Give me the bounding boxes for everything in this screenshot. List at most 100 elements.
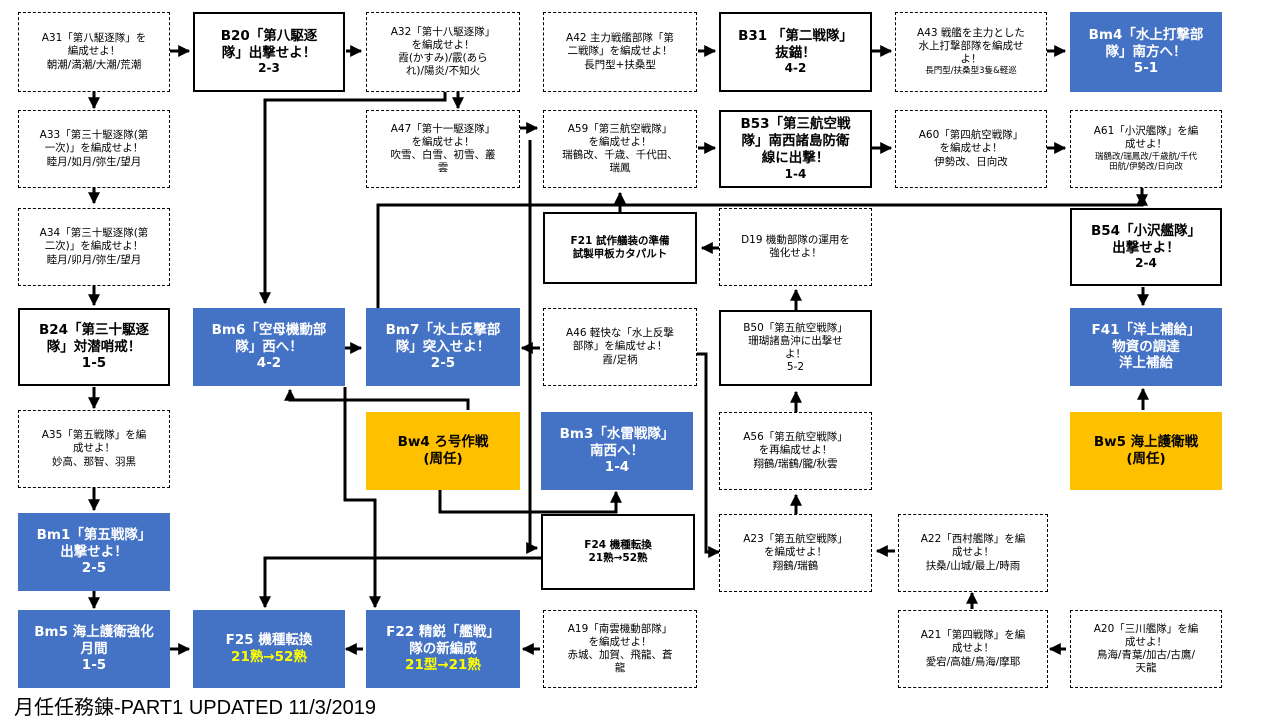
quest-a46[interactable]: A46 軽快な「水上反撃 部隊」を編成せよ！ 霞/足柄 [543,308,697,386]
quest-bm4-line1: Bm4「水上打撃部 [1088,26,1204,43]
quest-a42-line1: A42 主力戦艦部隊「第 [566,32,674,45]
quest-b24-line3: 1-5 [81,355,107,372]
quest-b24[interactable]: B24「第三十駆逐 隊」対潜哨戒！ 1-5 [18,308,170,386]
quest-a23-line2: を編成せよ！ [764,546,827,559]
quest-f25-line1: F25 機種転換 [225,632,313,649]
quest-a34-line1: A34「第三十駆逐隊(第 [39,227,149,240]
quest-a20[interactable]: A20「三川艦隊」を編 成せよ！ 鳥海/青葉/加古/古鷹/ 天龍 [1070,610,1222,688]
quest-a59[interactable]: A59「第三航空戦隊」 を編成せよ！ 瑞鶴改、千歳、千代田、 瑞鳳 [543,110,697,188]
quest-a19-line3: 赤城、加賀、飛龍、蒼 [567,649,673,661]
quest-bm5[interactable]: Bm5 海上護衛強化 月間 1-5 [18,610,170,688]
quest-a61-line1: A61「小沢艦隊」を編 [1093,125,1199,138]
arrow-bm6-f22 [343,387,381,609]
quest-bm7[interactable]: Bm7「水上反撃部 隊」突入せよ！ 2-5 [366,308,520,386]
quest-bm1[interactable]: Bm1「第五戦隊」 出撃せよ！ 2-5 [18,513,170,591]
quest-f25[interactable]: F25 機種転換 21熟→52熟 [193,610,345,688]
quest-a31-line3: 朝潮/満潮/大潮/荒潮 [46,58,142,71]
quest-f21-line1: F21 試作艤装の準備 [570,234,670,247]
quest-bw5-line1: Bw5 海上護衛戦 [1093,434,1199,451]
quest-a61[interactable]: A61「小沢艦隊」を編 成せよ！ 瑞鶴改/瑞鳳改/千歳航/千代 田航/伊勢改/日… [1070,110,1222,188]
quest-a31[interactable]: A31「第八駆逐隊」を 編成せよ！ 朝潮/満潮/大潮/荒潮 [18,12,170,92]
quest-b53-line1: B53「第三航空戦 [740,116,851,133]
quest-a23[interactable]: A23「第五航空戦隊」 を編成せよ！ 翔鶴/瑞鶴 [719,514,872,592]
quest-bm3-line3: 1-4 [604,459,630,476]
quest-f41[interactable]: F41「洋上補給」 物資の調達 洋上補給 [1070,308,1222,386]
footer-title: 月任任務錬-PART1 UPDATED 11/3/2019 [14,697,376,719]
quest-a43-line4: 長門型/扶桑型3隻&軽巡 [925,66,1017,77]
quest-a20-line1: A20「三川艦隊」を編 [1093,622,1199,635]
quest-a42-line2: 二戦隊」を編成せよ！ [567,45,673,58]
quest-b54-line2: 出撃せよ！ [1112,239,1180,256]
quest-b31-line3: 4-2 [784,61,807,76]
quest-a59-line4: 瑞鳳 [609,162,631,175]
quest-f21-line2: 試製甲板カタパルト [572,248,668,260]
quest-a22-line3: 扶桑/山城/最上/時雨 [925,559,1021,572]
quest-bm5-line2: 月間 [80,640,108,657]
quest-f24[interactable]: F24 機種転換 21熟→52熟 [541,514,695,590]
quest-a34-line2: 二次)」を編成せよ！ [44,240,144,253]
quest-a32[interactable]: A32「第十八駆逐隊」 を編成せよ！ 霞(かすみ)/霰(あら れ)/陽炎/不知火 [366,12,520,92]
quest-b54[interactable]: B54「小沢艦隊」 出撃せよ！ 2-4 [1070,208,1222,286]
quest-f24-line2: 21熟→52熟 [588,552,648,564]
quest-a32-line2: を編成せよ！ [411,38,475,51]
quest-d19[interactable]: D19 機動部隊の運用を 強化せよ！ [719,208,872,286]
quest-a56-line3: 翔鶴/瑞鶴/朧/秋雲 [753,457,838,470]
quest-a61-line2: 成せよ！ [1125,138,1167,151]
quest-a33[interactable]: A33「第三十駆逐隊(第 一次)」を編成せよ！ 睦月/如月/弥生/望月 [18,110,170,188]
quest-a56[interactable]: A56「第五航空戦隊」 を再編成せよ！ 翔鶴/瑞鶴/朧/秋雲 [719,412,872,490]
quest-a60-line1: A60「第四航空戦隊」 [918,129,1024,142]
quest-b53-line4: 1-4 [784,166,807,181]
quest-b31[interactable]: B31 「第二戦隊」 抜錨！ 4-2 [719,12,872,92]
quest-a23-line3: 翔鶴/瑞鶴 [772,559,819,572]
quest-f21[interactable]: F21 試作艤装の準備 試製甲板カタパルト [543,212,697,284]
quest-bm6[interactable]: Bm6「空母機動部 隊」西へ！ 4-2 [193,308,345,386]
quest-a31-line2: 編成せよ！ [67,45,121,58]
quest-a21-line1: A21「第四戦隊」を編 [920,629,1026,642]
quest-a42-line3: 長門型+扶桑型 [584,58,656,71]
quest-a22[interactable]: A22「西村艦隊」を編 成せよ！ 扶桑/山城/最上/時雨 [898,514,1048,592]
arrow-bw4-bm3 [438,490,622,514]
quest-bm4-line3: 5-1 [1133,60,1159,77]
quest-a21[interactable]: A21「第四戦隊」を編 成せよ！ 愛宕/高雄/鳥海/摩耶 [898,610,1048,688]
quest-a46-line1: A46 軽快な「水上反撃 [566,327,674,340]
quest-bw5[interactable]: Bw5 海上護衛戦 (周任) [1070,412,1222,490]
quest-a35-line3: 妙高、那智、羽黒 [52,455,136,468]
quest-a22-line2: 成せよ！ [952,546,994,559]
quest-a34[interactable]: A34「第三十駆逐隊(第 二次)」を編成せよ！ 睦月/卯月/弥生/望月 [18,208,170,286]
quest-f22[interactable]: F22 精鋭「艦戦」 隊の新編成 21型→21熟 [366,610,520,688]
quest-bw5-line2: (周任) [1126,451,1166,467]
quest-f22-line3: 21型→21熟 [405,657,481,674]
quest-a32-line3: 霞(かすみ)/霰(あら [398,52,488,64]
quest-a47[interactable]: A47「第十一駆逐隊」 を編成せよ！ 吹雪、白雪、初雪、叢 雲 [366,110,520,188]
quest-a32-line1: A32「第十八駆逐隊」 [390,25,496,38]
quest-a35[interactable]: A35「第五戦隊」を編 成せよ！ 妙高、那智、羽黒 [18,410,170,488]
quest-a42[interactable]: A42 主力戦艦部隊「第 二戦隊」を編成せよ！ 長門型+扶桑型 [543,12,697,92]
quest-a61-line3: 瑞鶴改/瑞鳳改/千歳航/千代 [1094,151,1198,162]
quest-a56-line1: A56「第五航空戦隊」 [743,431,848,444]
quest-a19[interactable]: A19「南雲機動部隊」 を編成せよ！ 赤城、加賀、飛龍、蒼 龍 [543,610,697,688]
quest-a47-line2: を編成せよ！ [411,135,475,148]
quest-a60-line2: を編成せよ！ [939,142,1003,155]
arrow-a32-bm6 [259,92,447,305]
quest-bm4[interactable]: Bm4「水上打撃部 隊」南方へ！ 5-1 [1070,12,1222,92]
quest-b50-line1: B50「第五航空戦隊」 [743,321,848,334]
quest-a59-line2: を編成せよ！ [588,135,652,148]
quest-a43[interactable]: A43 戦艦を主力とした 水上打撃部隊を編成せ よ！ 長門型/扶桑型3隻&軽巡 [895,12,1047,92]
quest-a47-line3: 吹雪、白雪、初雪、叢 [390,149,496,161]
quest-b20[interactable]: B20「第八駆逐 隊」出撃せよ！ 2-3 [193,12,345,92]
quest-bm6-line3: 4-2 [256,355,282,372]
quest-a20-line4: 天龍 [1135,662,1157,675]
quest-a46-line2: 部隊」を編成せよ！ [572,340,668,353]
quest-bw4[interactable]: Bw4 ろ号作戦 (周任) [366,412,520,490]
quest-d19-line1: D19 機動部隊の運用を [741,233,850,246]
quest-bm3[interactable]: Bm3「水雷戦隊」 南西へ！ 1-4 [541,412,693,490]
quest-a60[interactable]: A60「第四航空戦隊」 を編成せよ！ 伊勢改、日向改 [895,110,1047,188]
quest-b50[interactable]: B50「第五航空戦隊」 珊瑚諸島沖に出撃せ よ！ 5-2 [719,310,872,386]
quest-b24-line2: 隊」対潜哨戒！ [46,338,142,355]
quest-a35-line1: A35「第五戦隊」を編 [41,429,147,442]
quest-a19-line1: A19「南雲機動部隊」 [567,622,673,635]
quest-b53[interactable]: B53「第三航空戦 隊」南西諸島防衛 線に出撃！ 1-4 [719,110,872,188]
quest-b20-line3: 2-3 [258,61,280,76]
quest-a19-line4: 龍 [614,662,626,675]
quest-a33-line1: A33「第三十駆逐隊(第 [39,129,149,142]
